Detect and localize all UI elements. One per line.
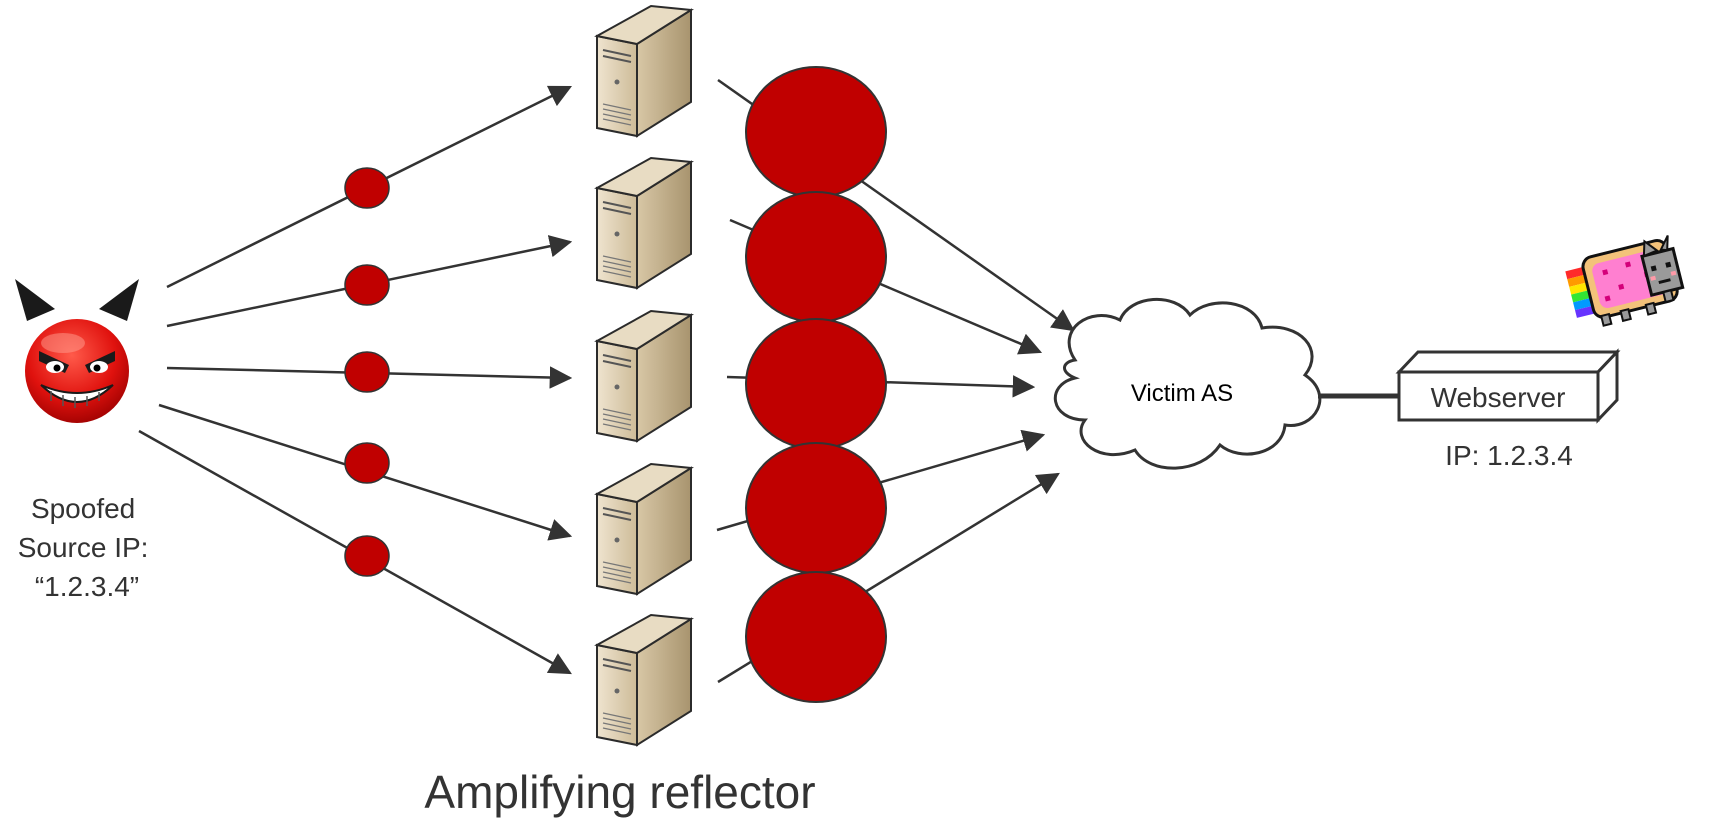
- reflector-servers: [594, 4, 694, 746]
- request-packet-4: [344, 442, 390, 484]
- server-icon: [594, 4, 694, 138]
- request-packet-2: [344, 264, 390, 306]
- amplified-packets: [745, 66, 887, 703]
- amplified-packet-5: [745, 571, 887, 703]
- amplified-packet-3: [745, 318, 887, 450]
- request-packets: [344, 167, 390, 577]
- webserver-box: [1395, 348, 1621, 424]
- amplified-packet-1: [745, 66, 887, 198]
- request-packet-3: [344, 351, 390, 393]
- request-packet-5: [344, 535, 390, 577]
- amplified-packet-4: [745, 442, 887, 574]
- attacker-label-line-2: Source IP:: [18, 532, 149, 563]
- attacker-label-line-1: Spoofed: [31, 493, 135, 524]
- attacker-label: Spoofed Source IP: “1.2.3.4”: [18, 493, 157, 602]
- server-icon-3: [596, 310, 692, 442]
- amplified-packet-2: [745, 191, 887, 323]
- webserver-label: Webserver: [1431, 382, 1566, 413]
- reflector-caption: Amplifying reflector: [424, 766, 815, 818]
- cloud-icon: [1053, 298, 1322, 470]
- server-icon-4: [596, 463, 692, 595]
- request-packet-1: [344, 167, 390, 209]
- webserver-ip-label: IP: 1.2.3.4: [1445, 440, 1573, 471]
- attacker-label-line-3: “1.2.3.4”: [35, 571, 139, 602]
- nyan-cat-icon: [1565, 235, 1685, 327]
- server-icon-2: [596, 157, 692, 289]
- server-icon-5: [596, 614, 692, 746]
- victim-as-label: Victim AS: [1131, 380, 1233, 407]
- devil-icon: [15, 279, 139, 423]
